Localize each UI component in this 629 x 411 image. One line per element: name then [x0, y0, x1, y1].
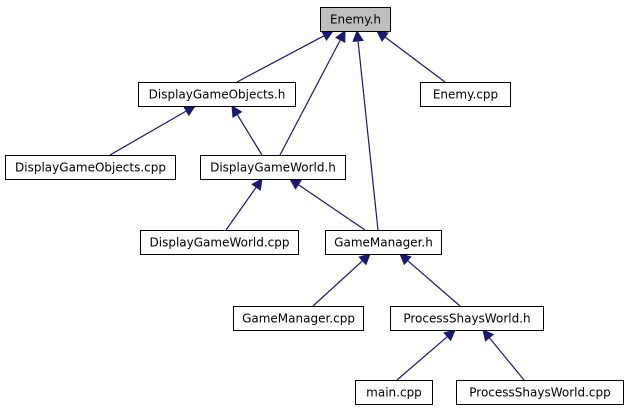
node-label: DisplayGameWorld.cpp — [150, 236, 290, 250]
edge-main_cpp-to-psw_h — [396, 336, 448, 381]
edge-dgo_h-to-enemy_h — [236, 35, 325, 83]
arrowhead-icon — [183, 105, 196, 117]
node-box[interactable] — [138, 82, 296, 107]
node-enemy-h[interactable]: Enemy.h — [320, 7, 391, 32]
node-box[interactable] — [5, 155, 176, 180]
node-psw-h[interactable]: ProcessShaysWorld.h — [390, 306, 544, 331]
node-psw-cpp[interactable]: ProcessShaysWorld.cpp — [456, 380, 624, 405]
node-gm-cpp[interactable]: GameManager.cpp — [233, 306, 364, 331]
edge-dgw_h-to-dgo_h — [236, 114, 263, 156]
node-box[interactable] — [325, 230, 442, 255]
arrowhead-icon — [231, 105, 243, 118]
node-enemy-cpp[interactable]: Enemy.cpp — [420, 82, 511, 107]
node-label: DisplayGameWorld.h — [210, 161, 336, 175]
edge-psw_cpp-to-psw_h — [488, 337, 525, 381]
edge-dgw_h-to-enemy_h — [279, 39, 341, 156]
node-label: Enemy.h — [330, 13, 381, 27]
node-label: GameManager.h — [334, 236, 433, 250]
node-label: ProcessShaysWorld.cpp — [469, 386, 611, 400]
edge-dgw_cpp-to-dgw_h — [225, 186, 257, 231]
node-label: DisplayGameObjects.h — [149, 88, 286, 102]
node-dgw-cpp[interactable]: DisplayGameWorld.cpp — [140, 230, 299, 255]
arrowhead-icon — [376, 30, 389, 42]
arrowhead-icon — [443, 329, 456, 342]
node-dgo-h[interactable]: DisplayGameObjects.h — [138, 82, 296, 107]
node-label: Enemy.cpp — [433, 88, 498, 102]
node-label: GameManager.cpp — [242, 312, 355, 326]
arrowhead-icon — [358, 253, 371, 266]
node-box[interactable] — [355, 380, 433, 405]
arrowhead-icon — [251, 178, 263, 191]
node-label: main.cpp — [366, 386, 422, 400]
edge-psw_h-to-gm_h — [407, 260, 461, 307]
edge-gm_h-to-dgw_h — [297, 184, 366, 231]
node-gm-h[interactable]: GameManager.h — [325, 230, 442, 255]
arrowhead-icon — [482, 329, 495, 342]
arrowhead-icon — [289, 178, 302, 190]
arrowhead-icon — [352, 29, 364, 43]
node-box[interactable] — [320, 7, 391, 32]
node-box[interactable] — [390, 306, 544, 331]
arrowhead-icon — [334, 30, 346, 43]
arrowhead-icon — [399, 253, 412, 266]
edge-gm_h-to-enemy_h — [357, 40, 379, 231]
node-dgo-cpp[interactable]: DisplayGameObjects.cpp — [5, 155, 176, 180]
edge-dgo_cpp-to-dgo_h — [109, 110, 187, 156]
node-label: ProcessShaysWorld.h — [403, 312, 530, 326]
node-box[interactable] — [420, 82, 511, 107]
node-dgw-h[interactable]: DisplayGameWorld.h — [200, 155, 346, 180]
node-label: DisplayGameObjects.cpp — [15, 161, 166, 175]
node-main-cpp[interactable]: main.cpp — [355, 380, 433, 405]
node-box[interactable] — [456, 380, 624, 405]
edge-enemy_cpp-to-enemy_h — [384, 36, 446, 83]
node-box[interactable] — [200, 155, 346, 180]
node-box[interactable] — [233, 306, 364, 331]
node-box[interactable] — [140, 230, 299, 255]
edge-gm_cpp-to-gm_h — [312, 260, 364, 307]
